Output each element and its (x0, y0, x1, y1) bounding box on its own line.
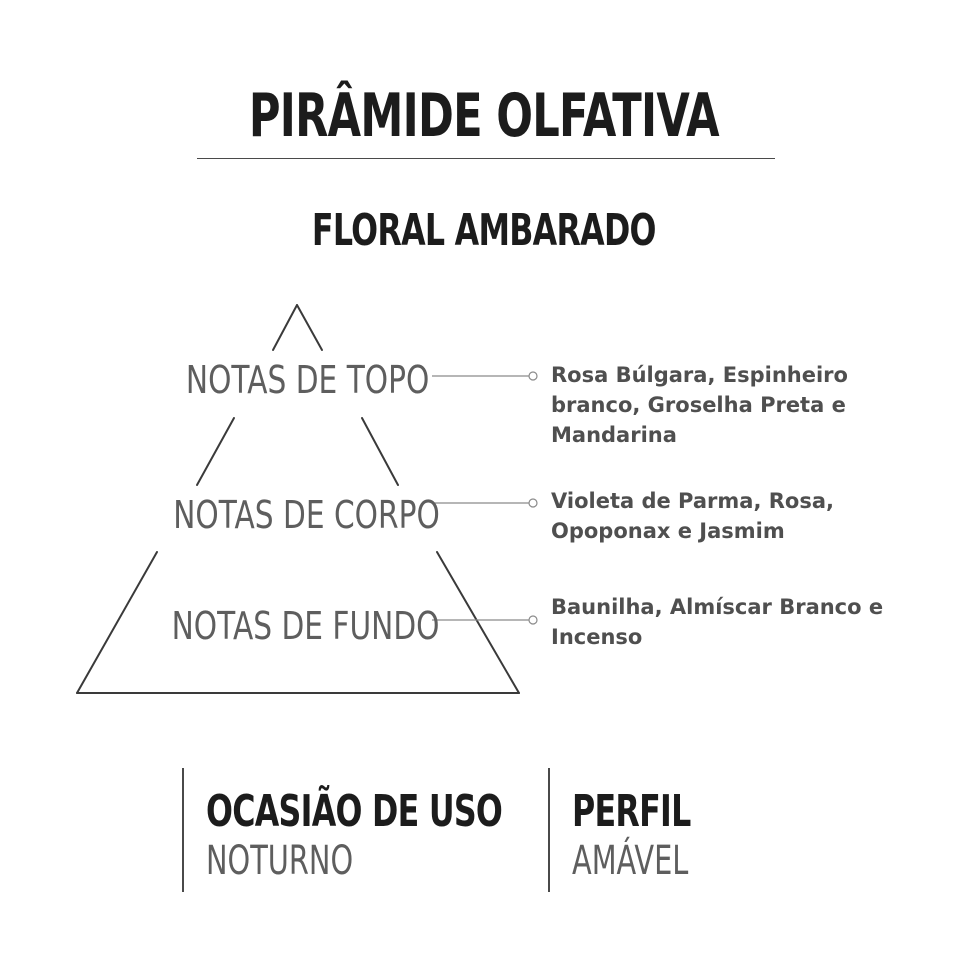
body-notes-list: Violeta de Parma, Rosa, Opoponax e Jasmi… (551, 489, 834, 543)
pyramid-edge-low-right (436, 551, 520, 694)
pyramid-edge-top-left (272, 304, 298, 351)
title-divider (197, 158, 775, 159)
profile-value: AMÁVEL (572, 838, 689, 884)
pyramid-edge-mid-left (196, 417, 235, 486)
pyramid-edge-mid-right (361, 417, 399, 486)
connector-dot-body (528, 498, 538, 508)
fragrance-family: FLORAL AMBARADO (311, 205, 657, 256)
base-notes-list: Baunilha, Almíscar Branco e Incenso (551, 595, 884, 649)
occasion-heading: OCASIÃO DE USO (206, 786, 503, 837)
profile-heading: PERFIL (572, 786, 691, 837)
tier-label-top: NOTAS DE TOPO (185, 358, 430, 402)
tier-label-base: NOTAS DE FUNDO (171, 604, 440, 648)
pyramid-edge-top-right (296, 304, 323, 351)
top-notes-list: Rosa Búlgara, Espinheiro branco, Groselh… (551, 363, 848, 447)
page-title: PIRÂMIDE OLFATIVA (248, 81, 720, 151)
occasion-divider (182, 768, 184, 892)
pyramid-edge-low-left (76, 551, 158, 694)
connector-dot-base (528, 615, 538, 625)
tier-label-body: NOTAS DE CORPO (173, 493, 440, 537)
occasion-value: NOTURNO (206, 838, 354, 884)
profile-divider (548, 768, 550, 892)
connector-dot-top (528, 371, 538, 381)
